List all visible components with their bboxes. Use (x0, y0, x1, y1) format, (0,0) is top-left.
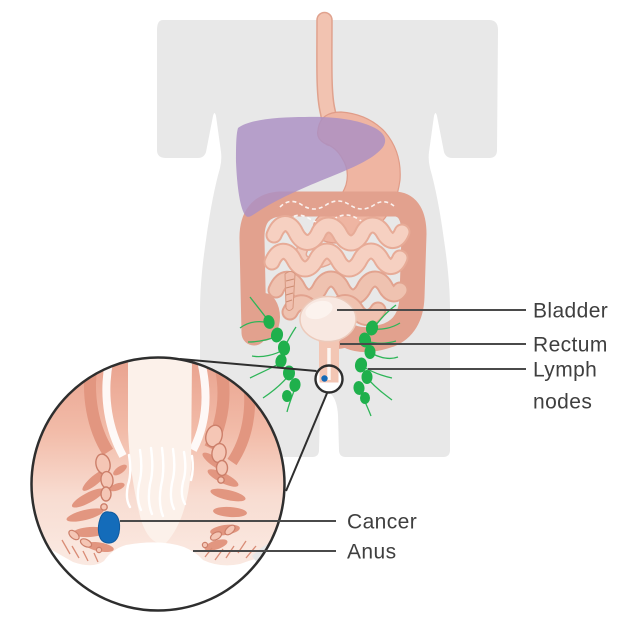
leader-lines (120, 309, 526, 552)
label-lymph-nodes-line1: Lymph (533, 359, 597, 382)
vessels (95, 424, 229, 511)
label-cancer: Cancer (347, 511, 417, 534)
bladder-highlight (305, 300, 333, 320)
liver (236, 116, 386, 217)
magnifier-tangent-lines (179, 358, 329, 492)
anus-marker-callout (314, 364, 344, 394)
cancer-dot (321, 375, 328, 382)
labels: Bladder Rectum Lymph nodes Cancer Anus (347, 300, 608, 564)
anal-canal-column (128, 357, 192, 544)
inset-anal-canal (30, 356, 286, 612)
appendix (284, 271, 296, 311)
anal-columns-lines (125, 446, 194, 518)
small-intestine (263, 215, 411, 326)
label-bladder: Bladder (533, 300, 608, 323)
cancer-tumor (97, 511, 121, 544)
verge-glands (68, 524, 236, 554)
inset-circle-outline (30, 356, 286, 612)
label-lymph-nodes-line2: nodes (533, 391, 592, 414)
bladder (299, 295, 357, 343)
label-rectum: Rectum (533, 334, 608, 357)
label-anus: Anus (347, 541, 396, 564)
